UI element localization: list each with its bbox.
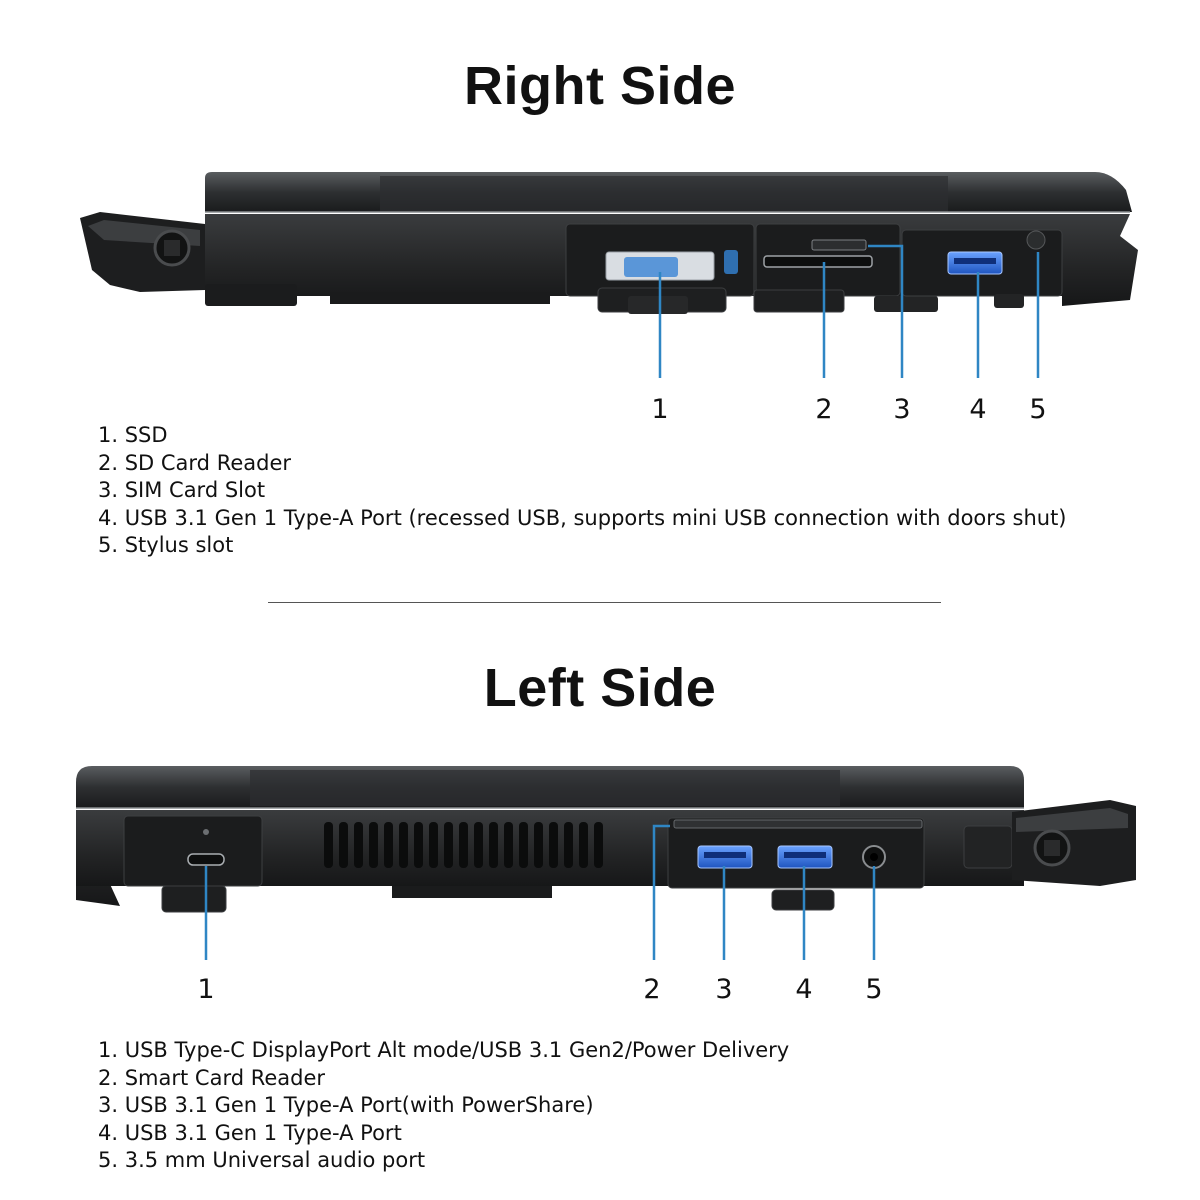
left-callout-numbers: 1 2 3 4 5	[197, 974, 882, 1005]
callout-line-2	[652, 824, 670, 960]
legend-item: 3. USB 3.1 Gen 1 Type-A Port(with PowerS…	[98, 1093, 594, 1117]
callout-number-4: 4	[969, 394, 986, 425]
sd-sim-compartment	[753, 223, 938, 313]
callout-line-3	[868, 244, 904, 378]
legend-item: 1. USB Type-C DisplayPort Alt mode/USB 3…	[98, 1038, 790, 1062]
legend-item: 1. SSD	[98, 423, 168, 447]
laptop-lid	[76, 766, 1024, 809]
callout-number-5: 5	[1029, 394, 1046, 425]
left-side-legend: 1. USB Type-C DisplayPort Alt mode/USB 3…	[98, 1037, 789, 1175]
carry-handle	[963, 800, 1136, 886]
legend-item: 3. SIM Card Slot	[98, 478, 266, 502]
left-callout-lines	[204, 824, 876, 960]
vent-grille	[324, 822, 603, 868]
legend-item: 5. Stylus slot	[98, 533, 234, 557]
left-side-laptop-diagram: 1 2 3 4 5	[76, 766, 1136, 1005]
right-callout-lines	[658, 244, 1040, 378]
callout-number-5: 5	[865, 974, 882, 1005]
left-side-title: Left Side	[483, 658, 717, 718]
laptop-lid	[205, 172, 1132, 213]
ssd-compartment	[565, 223, 755, 314]
legend-item: 5. 3.5 mm Universal audio port	[98, 1148, 426, 1172]
callout-number-1: 1	[651, 394, 668, 425]
legend-item: 2. Smart Card Reader	[98, 1065, 326, 1090]
legend-item: 2. SD Card Reader	[98, 450, 292, 475]
section-divider	[268, 602, 941, 603]
callout-number-3: 3	[715, 974, 732, 1005]
right-side-laptop-diagram: 1 2 3 4 5	[80, 172, 1138, 425]
right-callout-numbers: 1 2 3 4 5	[651, 394, 1046, 425]
usb-stylus-compartment	[901, 229, 1063, 308]
right-side-title: Right Side	[464, 56, 736, 116]
callout-number-2: 2	[643, 974, 660, 1005]
legend-item: 4. USB 3.1 Gen 1 Type-A Port (recessed U…	[98, 505, 1067, 530]
port-compartment	[667, 817, 925, 911]
callout-number-3: 3	[893, 394, 910, 425]
legend-item: 4. USB 3.1 Gen 1 Type-A Port	[98, 1120, 402, 1145]
callout-number-4: 4	[795, 974, 812, 1005]
callout-number-2: 2	[815, 394, 832, 425]
right-side-legend: 1. SSD 2. SD Card Reader 3. SIM Card Slo…	[98, 422, 1067, 560]
usb-c-compartment	[123, 815, 263, 913]
callout-number-1: 1	[197, 974, 214, 1005]
